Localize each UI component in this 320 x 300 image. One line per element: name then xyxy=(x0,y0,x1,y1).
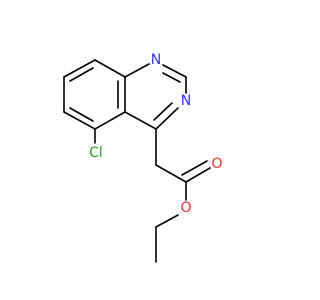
bond-carbonyl-o xyxy=(185,167,211,183)
bond-n1-c2-inner xyxy=(162,72,181,83)
bond-c8a-c8 xyxy=(94,59,126,78)
bond-c6-c5-inner xyxy=(69,107,94,122)
atom-n3: N xyxy=(181,93,191,109)
atom-n1: N xyxy=(151,52,161,68)
bond-carbonyl-o-second xyxy=(181,160,208,176)
bond-ch2-carbonyl xyxy=(155,164,187,183)
bond-c8-c7-inner xyxy=(69,67,94,82)
structure-diagram: N N Cl O O xyxy=(63,52,223,263)
atom-o-ester: O xyxy=(180,200,191,216)
molecule-canvas: N N Cl O O xyxy=(63,52,223,263)
bond-c5-c4a xyxy=(94,111,126,130)
atom-cl: Cl xyxy=(89,145,103,161)
bond-c6-c5 xyxy=(63,111,96,130)
bond-n3-c4 xyxy=(155,107,179,130)
bond-n3-c4-inner xyxy=(153,102,173,121)
bond-c8a-n1 xyxy=(124,63,150,78)
bond-c8-c7 xyxy=(63,59,96,78)
bond-oester-ch2 xyxy=(155,214,179,228)
bond-c4-c4a xyxy=(124,111,157,130)
atom-o-carbonyl: O xyxy=(211,156,222,172)
bond-n1-c2 xyxy=(162,64,187,78)
